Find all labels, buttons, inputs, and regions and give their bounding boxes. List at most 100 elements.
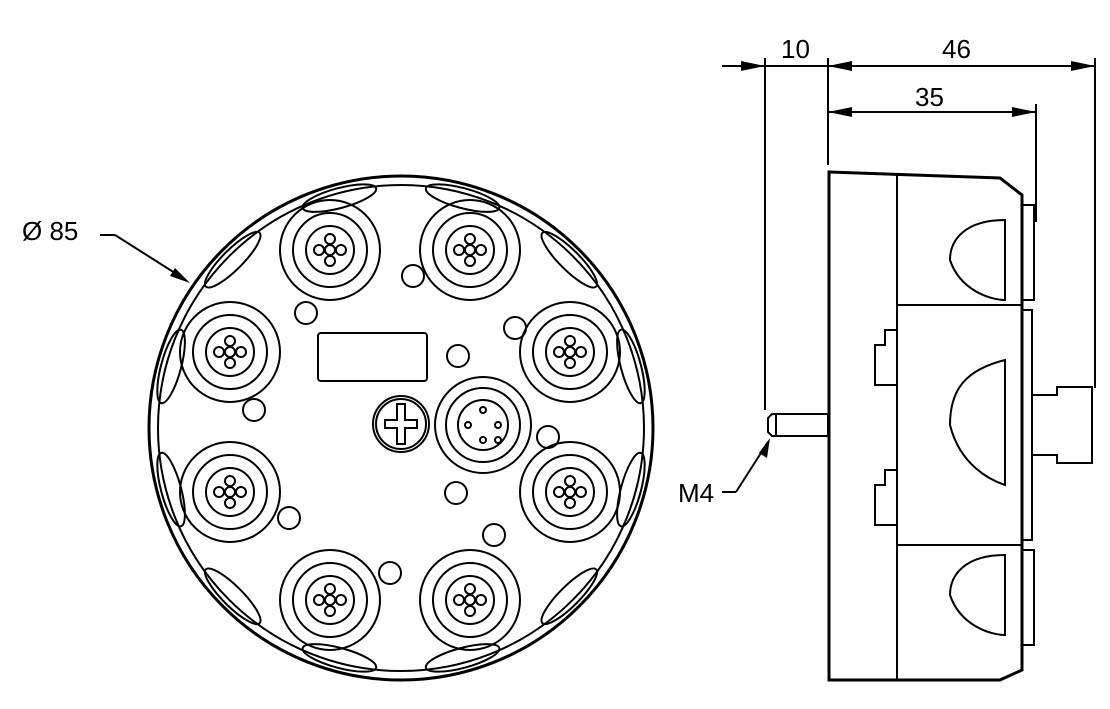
- m12-connector-side: [1031, 386, 1093, 464]
- housing-inner-rim: [157, 184, 645, 672]
- m12-port-face: [205, 327, 255, 377]
- m12-port-face: [205, 467, 255, 517]
- m12-port-inner: [432, 562, 508, 638]
- pin: [464, 244, 476, 256]
- m12-main-outer: [434, 376, 532, 474]
- mounting-screw: [372, 395, 430, 453]
- pin: [453, 594, 465, 606]
- dimension-46-label: 46: [942, 34, 971, 64]
- mounting-hole: [277, 506, 301, 530]
- pin: [479, 436, 487, 444]
- pin: [494, 436, 502, 444]
- side-connector-top: [948, 218, 1006, 302]
- pin: [335, 594, 347, 606]
- pin: [553, 486, 565, 498]
- m4-stud: [767, 413, 829, 437]
- side-connector-bottom: [948, 553, 1006, 637]
- label-plate: [317, 332, 428, 382]
- mounting-hole: [401, 264, 425, 288]
- pin: [224, 486, 236, 498]
- diameter-label: Ø 85: [22, 216, 79, 246]
- m12-port-outer: [179, 301, 281, 403]
- rim-grip-notch: [424, 183, 501, 213]
- mounting-hole: [444, 481, 468, 505]
- pin: [464, 421, 472, 429]
- rim-grip-notch: [616, 451, 646, 528]
- m12-port-face: [305, 225, 355, 275]
- m12-port-outer: [279, 549, 381, 651]
- pin: [324, 233, 336, 245]
- pin: [479, 406, 487, 414]
- rim-grip-notch: [616, 328, 646, 405]
- side-connector-mid: [948, 358, 1006, 487]
- rim-grip-notch: [203, 567, 262, 626]
- pin: [575, 486, 587, 498]
- mounting-hole: [482, 523, 506, 547]
- pin: [213, 486, 225, 498]
- dimension-lines: [100, 58, 1096, 493]
- m12-port-inner: [192, 314, 268, 390]
- mounting-hole: [378, 561, 402, 585]
- pin: [224, 497, 236, 509]
- pin: [464, 594, 476, 606]
- m12-port-inner: [292, 212, 368, 288]
- side-view: [767, 170, 1093, 682]
- m12-port-face: [545, 327, 595, 377]
- m12-port-face: [445, 575, 495, 625]
- rim-grip-notch: [156, 328, 186, 405]
- front-view: [147, 174, 655, 682]
- mounting-hole: [294, 301, 318, 325]
- pin: [324, 244, 336, 256]
- pin: [475, 594, 487, 606]
- m12-port-outer: [179, 441, 281, 543]
- m12-port-outer: [419, 199, 521, 301]
- dimension-35-label: 35: [915, 82, 944, 112]
- pin: [324, 255, 336, 267]
- m12-port-inner: [432, 212, 508, 288]
- mounting-hole: [446, 344, 470, 368]
- m12-port-outer: [419, 549, 521, 651]
- pin: [453, 244, 465, 256]
- pin: [464, 583, 476, 595]
- m12-port-face: [305, 575, 355, 625]
- pin: [464, 233, 476, 245]
- rim-grip-notch: [540, 230, 599, 289]
- pin: [224, 335, 236, 347]
- m12-port-inner: [532, 454, 608, 530]
- dimension-10-label: 10: [781, 34, 810, 64]
- pin: [564, 475, 576, 487]
- pin: [324, 594, 336, 606]
- pin: [494, 421, 502, 429]
- pin: [575, 346, 587, 358]
- m12-port-inner: [192, 454, 268, 530]
- pin: [564, 335, 576, 347]
- pin: [224, 346, 236, 358]
- rim-grip-notch: [203, 230, 262, 289]
- side-housing: [827, 170, 1024, 682]
- pin: [224, 475, 236, 487]
- pin: [335, 244, 347, 256]
- mounting-hole: [503, 316, 527, 340]
- pin: [235, 486, 247, 498]
- m12-port-outer: [279, 199, 381, 301]
- pin: [324, 583, 336, 595]
- m12-port-inner: [532, 314, 608, 390]
- m12-port-inner: [292, 562, 368, 638]
- rim-grip-notch: [540, 567, 599, 626]
- pin: [564, 497, 576, 509]
- pin: [324, 605, 336, 617]
- pin: [213, 346, 225, 358]
- mounting-hole: [242, 398, 266, 422]
- pin: [464, 605, 476, 617]
- pin: [475, 244, 487, 256]
- mounting-hole: [536, 425, 560, 449]
- thread-m4-label: M4: [678, 478, 715, 508]
- pin: [564, 357, 576, 369]
- m12-main-inner: [445, 387, 521, 463]
- housing-outline: [147, 174, 655, 682]
- m12-port-face: [445, 225, 495, 275]
- pin: [313, 594, 325, 606]
- pin: [564, 486, 576, 498]
- m12-port-outer: [519, 441, 621, 543]
